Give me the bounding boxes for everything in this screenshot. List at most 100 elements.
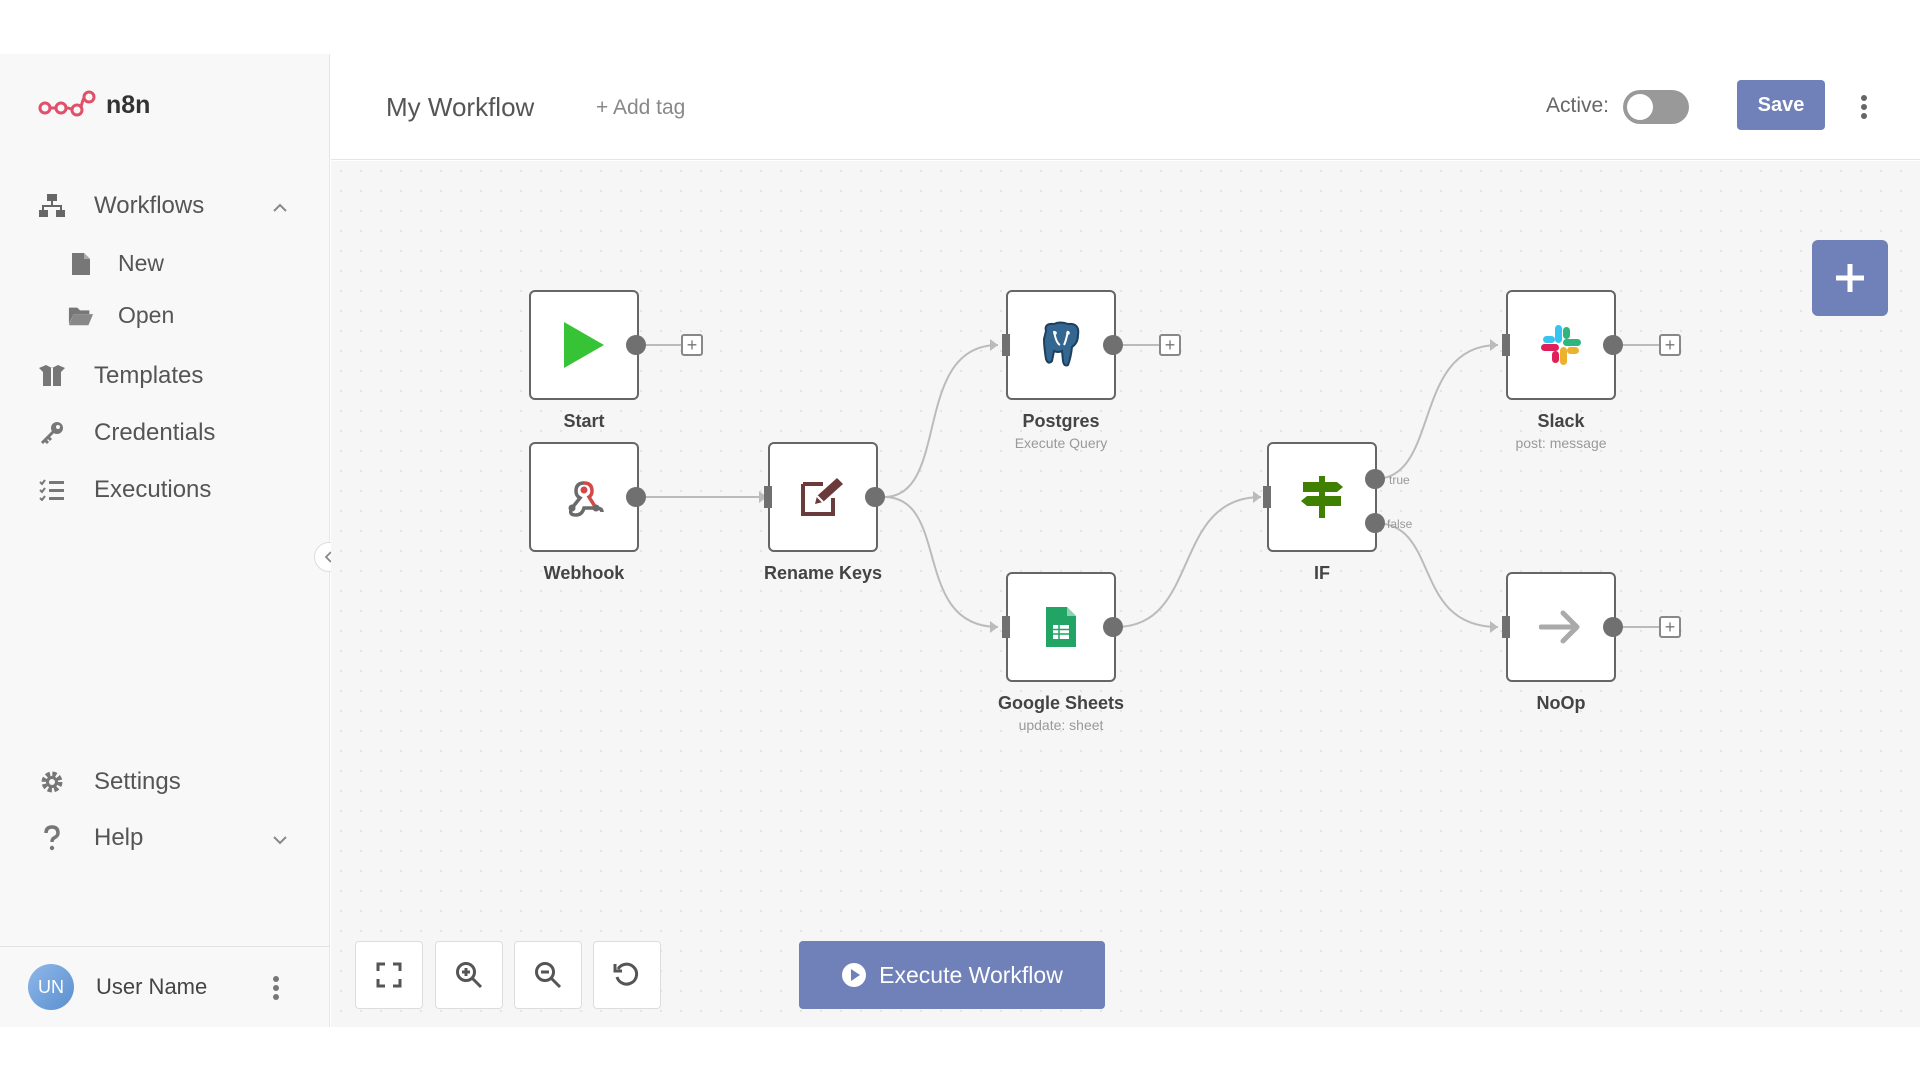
arrow-right-icon [1539,610,1580,644]
webhook-icon [568,481,604,517]
fullscreen-icon [376,962,402,988]
more-vertical-icon[interactable] [272,975,280,1001]
sidebar-item-label: New [118,250,165,276]
sidebar-item-help[interactable]: Help [36,822,143,854]
node-rename-keys[interactable] [768,442,878,552]
connections-layer [636,339,1659,633]
file-icon [68,251,94,277]
node-webhook[interactable] [529,442,639,552]
zoom-out-button[interactable] [514,941,582,1009]
chevron-down-icon[interactable] [270,830,290,850]
node-output-true-handle[interactable] [1365,469,1385,489]
active-label: Active: [1546,94,1610,117]
zoom-in-icon [456,962,483,989]
sidebar-item-new[interactable]: New [68,250,164,277]
node-output-handle[interactable] [865,487,885,507]
add-node-plus-button[interactable]: + [1659,616,1681,638]
sidebar-item-templates[interactable]: Templates [36,360,203,392]
node-google-sheets[interactable] [1006,572,1116,682]
sidebar-item-credentials[interactable]: Credentials [36,417,215,449]
node-input-handle[interactable] [1002,616,1010,638]
sidebar-item-label: Executions [94,476,212,503]
sidebar: n8n Workflows New Open Templates [0,54,344,1027]
node-output-handle[interactable] [1103,617,1123,637]
signpost-icon [1301,476,1343,518]
node-subtitle: post: message [1515,435,1607,451]
user-menu-row[interactable]: UN User Name [0,946,330,1027]
branch-label-true: true [1389,473,1410,487]
app-window: n8n Workflows New Open Templates [0,54,1920,1027]
arrowhead [1490,339,1498,351]
sidebar-item-settings[interactable]: Settings [36,766,181,798]
node-output-handle[interactable] [1603,617,1623,637]
google-sheets-icon [1046,607,1076,647]
workflow-name[interactable]: My Workflow [386,92,535,122]
gear-icon [36,766,68,798]
avatar: UN [28,964,74,1010]
node-input-handle[interactable] [1502,334,1510,356]
edit-icon [801,478,843,516]
sidebar-item-label: Credentials [94,419,216,446]
add-node-plus-button[interactable]: + [681,334,703,356]
logo-text: n8n [106,90,151,119]
node-output-handle[interactable] [1103,335,1123,355]
more-vertical-icon[interactable] [1860,94,1868,120]
zoom-in-button[interactable] [435,941,503,1009]
node-output-handle[interactable] [626,487,646,507]
node-postgres[interactable] [1006,290,1116,400]
slack-icon [1541,325,1581,365]
add-node-button[interactable] [1812,240,1888,316]
folder-open-icon [68,303,94,329]
play-circle-icon [842,963,867,987]
node-subtitle: update: sheet [1018,717,1104,733]
logo[interactable]: n8n [38,90,150,120]
node-input-handle[interactable] [1002,334,1010,356]
workflows-icon [36,190,68,222]
sidebar-item-label: Workflows [94,192,205,219]
node-start[interactable] [529,290,639,400]
header: My Workflow + Add tag Active: Save [331,54,1920,160]
connection-rename-postgres [883,344,999,498]
user-name: User Name [96,974,208,999]
node-output-handle[interactable] [1603,335,1623,355]
arrowhead [1253,491,1261,503]
node-label: Start [563,411,605,431]
node-label: Google Sheets [997,693,1125,713]
chevron-left-icon [324,551,332,563]
add-tag-button[interactable]: + Add tag [596,96,686,119]
sidebar-item-label: Settings [94,768,181,795]
connection-rename-sheets [883,496,999,628]
sidebar-item-workflows[interactable]: Workflows [36,190,204,222]
n8n-logo-icon [38,90,96,117]
node-input-handle[interactable] [1502,616,1510,638]
execute-workflow-button[interactable]: Execute Workflow [799,941,1105,1009]
plus-icon [1836,264,1864,292]
sidebar-item-label: Templates [94,362,204,389]
node-noop[interactable] [1506,572,1616,682]
play-icon [564,322,604,368]
node-output-handle[interactable] [626,335,646,355]
sidebar-item-executions[interactable]: Executions [36,474,211,506]
add-node-plus-button[interactable]: + [1659,334,1681,356]
node-label: NoOp [1536,693,1586,713]
node-label: Slack [1537,411,1585,431]
list-tasks-icon [36,474,68,506]
node-label: IF [1314,563,1330,583]
node-if[interactable] [1267,442,1377,552]
node-label: Postgres [1022,411,1100,431]
zoom-to-fit-button[interactable] [355,941,423,1009]
node-input-handle[interactable] [764,486,772,508]
add-node-plus-button[interactable]: + [1159,334,1181,356]
connection-sheets-if [1115,496,1262,628]
reset-zoom-button[interactable] [593,941,661,1009]
branch-label-false: false [1387,517,1413,531]
workflow-canvas[interactable]: + Start Webhook Rename Keys [331,161,1920,1027]
execute-workflow-label: Execute Workflow [879,961,1063,988]
save-button[interactable]: Save [1737,80,1825,130]
sidebar-item-open[interactable]: Open [68,302,174,329]
node-slack[interactable] [1506,290,1616,400]
node-output-false-handle[interactable] [1365,513,1385,533]
chevron-up-icon[interactable] [270,198,290,218]
node-input-handle[interactable] [1263,486,1271,508]
active-toggle[interactable] [1623,90,1689,124]
